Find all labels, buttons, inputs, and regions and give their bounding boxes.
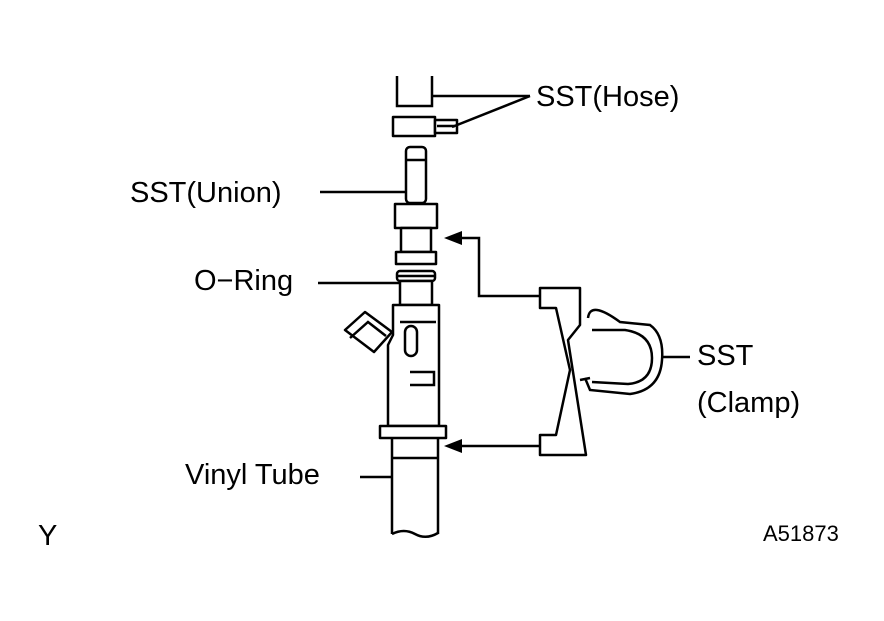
clamp-arrows	[444, 231, 540, 453]
sst-clamp	[538, 286, 664, 457]
label-sst-clamp-line2: (Clamp)	[697, 387, 800, 419]
sst-hose	[391, 76, 459, 138]
leader-lines	[318, 94, 690, 479]
fuel-injector	[343, 269, 448, 440]
label-sst-clamp-line1: SST	[697, 340, 754, 372]
label-vinyl-tube: Vinyl Tube	[185, 459, 320, 491]
label-sst-hose: SST(Hose)	[536, 81, 679, 113]
sst-union	[393, 145, 439, 266]
figure-code: A51873	[763, 521, 839, 546]
vinyl-tube	[390, 438, 440, 538]
label-o-ring: O−Ring	[194, 265, 293, 297]
corner-mark: Y	[38, 520, 57, 552]
label-sst-union: SST(Union)	[130, 177, 282, 209]
